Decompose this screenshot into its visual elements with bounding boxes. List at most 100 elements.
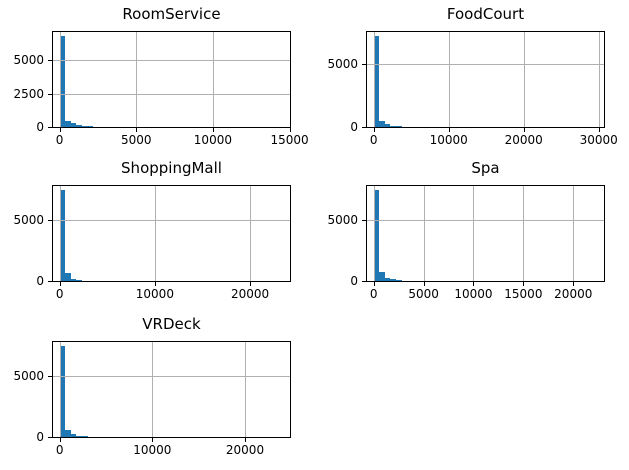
gridline-vertical [59, 32, 61, 127]
histogram-bar [76, 435, 83, 437]
histogram-bar [379, 120, 385, 127]
x-tick-label: 10000 [135, 287, 174, 301]
x-tick-label: 20000 [225, 443, 265, 457]
x-tick-label: 5000 [408, 287, 439, 301]
subplot-title: Spa [471, 159, 500, 177]
x-tick-mark [523, 128, 525, 132]
y-tick-label: 2500 [13, 86, 44, 101]
axes-frame [52, 341, 291, 438]
histogram-bar [70, 434, 77, 437]
gridline-vertical [212, 32, 214, 127]
x-tick-label: 0 [55, 287, 64, 301]
y-tick-label: 5000 [327, 212, 358, 227]
histogram-bar [373, 190, 380, 281]
y-tick-label: 5000 [13, 53, 44, 68]
x-tick-label: 0 [55, 133, 64, 147]
histogram-bar [70, 123, 77, 127]
y-tick-mark [362, 219, 366, 221]
gridline-horizontal [367, 219, 604, 221]
histogram-bar [76, 124, 82, 127]
histogram-bar [59, 36, 66, 127]
gridline-vertical [152, 342, 154, 437]
gridline-vertical [154, 186, 156, 281]
x-tick-label: 30000 [579, 133, 618, 147]
x-tick-label: 20000 [230, 287, 270, 301]
gridline-vertical [523, 32, 525, 127]
histogram-bar [396, 126, 402, 127]
x-tick-mark [448, 128, 450, 132]
y-tick-label: 0 [350, 274, 358, 288]
y-tick-label: 5000 [327, 57, 358, 72]
gridline-vertical [245, 342, 246, 437]
histogram-bar [59, 190, 66, 281]
subplot-title: FoodCourt [446, 5, 525, 23]
x-tick-label: 0 [55, 443, 64, 457]
y-tick-mark [362, 127, 366, 128]
histogram-bar [65, 121, 71, 127]
x-tick-label: 20000 [504, 133, 543, 147]
y-tick-mark [48, 60, 52, 62]
gridline-horizontal [53, 375, 290, 377]
gridline-vertical [598, 32, 600, 127]
y-tick-mark [48, 281, 52, 282]
y-tick-label: 0 [36, 274, 44, 288]
axes-frame [366, 185, 605, 282]
x-tick-mark [423, 282, 425, 286]
x-tick-label: 0 [369, 287, 378, 301]
x-tick-mark [289, 128, 291, 132]
histogram-bar [70, 278, 77, 281]
y-tick-label: 0 [36, 430, 44, 444]
y-tick-mark [362, 64, 366, 66]
x-tick-label: 15000 [504, 287, 543, 301]
gridline-vertical [59, 342, 61, 437]
gridline-vertical [473, 186, 475, 281]
histogram-bar [81, 125, 88, 127]
x-tick-label: 10000 [133, 443, 172, 457]
gridline-vertical [250, 186, 252, 281]
x-tick-mark [373, 282, 375, 286]
x-tick-label: 10000 [193, 133, 232, 147]
histogram-bar [65, 273, 71, 281]
histogram-bar [379, 272, 385, 281]
x-tick-mark [523, 282, 525, 286]
subplot-title: RoomService [122, 5, 221, 23]
histogram-bar [65, 429, 71, 437]
x-tick-mark [136, 128, 138, 132]
histogram-bar [390, 279, 397, 281]
y-tick-mark [48, 219, 52, 221]
x-tick-mark [373, 128, 375, 132]
y-tick-label: 0 [350, 120, 358, 134]
x-tick-mark [598, 128, 600, 132]
x-tick-label: 15000 [270, 133, 309, 147]
y-tick-mark [48, 375, 52, 377]
y-tick-mark [48, 437, 52, 438]
x-tick-label: 0 [369, 133, 378, 147]
subplot-title: ShoppingMall [121, 159, 222, 177]
subplot-title: VRDeck [142, 315, 201, 333]
x-tick-mark [245, 438, 246, 442]
axes-frame [52, 31, 291, 128]
gridline-vertical [423, 186, 425, 281]
y-tick-label: 5000 [13, 368, 44, 383]
histogram-bar [87, 126, 93, 127]
y-tick-label: 0 [36, 120, 44, 134]
gridline-vertical [523, 186, 525, 281]
x-tick-mark [573, 282, 575, 286]
x-tick-mark [59, 128, 61, 132]
x-tick-mark [154, 282, 156, 286]
axes-frame [366, 31, 605, 128]
histogram-bar [76, 280, 83, 281]
y-tick-mark [362, 281, 366, 282]
histogram-bar [384, 124, 391, 127]
y-tick-mark [48, 127, 52, 128]
x-tick-mark [212, 128, 214, 132]
gridline-vertical [59, 186, 61, 281]
gridline-horizontal [53, 93, 290, 95]
x-tick-label: 10000 [429, 133, 468, 147]
histogram-bar [384, 277, 391, 281]
